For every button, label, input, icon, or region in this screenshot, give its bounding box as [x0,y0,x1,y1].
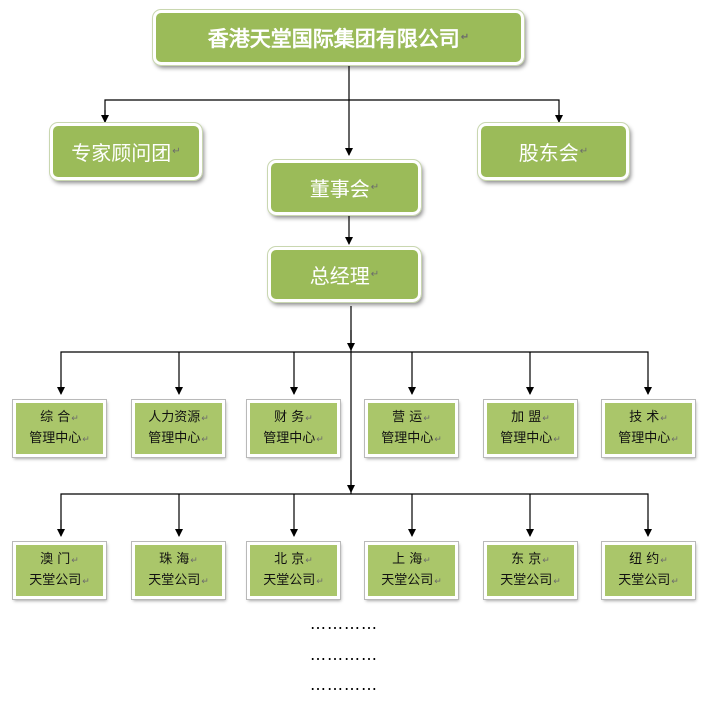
paragraph-mark-icon: ↵ [434,576,442,587]
paragraph-mark-icon: ↵ [370,269,380,280]
branch-city: 北 京 [274,551,305,567]
center-box: 人力资源↵ 管理中心↵ [131,399,226,458]
ellipsis-line: ………… [310,675,378,694]
paragraph-mark-icon: ↵ [316,434,324,445]
branch-company: 天堂公司 [618,572,671,588]
center-type: 管理中心 [500,430,553,446]
center-type: 管理中心 [29,430,82,446]
connector-branches [60,493,649,535]
paragraph-mark-icon: ↵ [579,146,589,157]
node-board: 董事会↵ [267,159,422,216]
paragraph-mark-icon: ↵ [460,32,470,43]
node-general-manager: 总经理↵ [267,246,422,303]
paragraph-mark-icon: ↵ [305,555,313,566]
center-type: 管理中心 [381,430,434,446]
ellipsis-line: ………… [310,645,378,664]
paragraph-mark-icon: ↵ [82,434,90,445]
center-box: 加 盟↵ 管理中心↵ [483,399,578,458]
node-shareholders-label: 股东会 [518,141,579,165]
branch-box: 北 京↵ 天堂公司↵ [246,541,341,600]
connector-top-branch [104,99,560,122]
paragraph-mark-icon: ↵ [201,413,209,424]
center-type: 管理中心 [618,430,671,446]
paragraph-mark-icon: ↵ [201,434,209,445]
paragraph-mark-icon: ↵ [542,413,550,424]
center-name: 加 盟 [511,409,542,425]
connector-centers [60,351,649,392]
paragraph-mark-icon: ↵ [201,576,209,587]
ellipsis-line: ………… [310,614,378,633]
paragraph-mark-icon: ↵ [434,434,442,445]
paragraph-mark-icon: ↵ [190,555,198,566]
node-headquarters-label: 香港天堂国际集团有限公司 [207,26,460,51]
paragraph-mark-icon: ↵ [423,555,431,566]
paragraph-mark-icon: ↵ [671,434,679,445]
branch-box: 东 京↵ 天堂公司↵ [483,541,578,600]
center-name: 技 术 [629,409,660,425]
branch-company: 天堂公司 [381,572,434,588]
center-box: 综 合↵ 管理中心↵ [12,399,107,458]
paragraph-mark-icon: ↵ [370,182,380,193]
branch-city: 东 京 [511,551,542,567]
center-name: 人力资源 [148,409,201,425]
center-type: 管理中心 [148,430,201,446]
node-board-label: 董事会 [309,177,370,201]
paragraph-mark-icon: ↵ [660,555,668,566]
node-headquarters: 香港天堂国际集团有限公司↵ [152,9,525,66]
branch-company: 天堂公司 [500,572,553,588]
branch-city: 澳 门 [40,551,71,567]
center-name: 综 合 [40,409,71,425]
paragraph-mark-icon: ↵ [671,576,679,587]
branch-city: 上 海 [392,551,423,567]
paragraph-mark-icon: ↵ [172,146,181,157]
node-shareholders: 股东会↵ [477,122,630,181]
center-box: 财 务↵ 管理中心↵ [246,399,341,458]
branch-box: 澳 门↵ 天堂公司↵ [12,541,107,600]
branch-box: 上 海↵ 天堂公司↵ [364,541,459,600]
branch-city: 珠 海 [159,551,190,567]
branch-box: 珠 海↵ 天堂公司↵ [131,541,226,600]
center-name: 财 务 [274,409,305,425]
node-advisors-label: 专家顾问团 [71,141,172,165]
center-type: 管理中心 [263,430,316,446]
branch-city: 纽 约 [629,551,660,567]
branch-company: 天堂公司 [29,572,82,588]
branch-company: 天堂公司 [148,572,201,588]
paragraph-mark-icon: ↵ [423,413,431,424]
paragraph-mark-icon: ↵ [82,576,90,587]
paragraph-mark-icon: ↵ [305,413,313,424]
paragraph-mark-icon: ↵ [553,434,561,445]
center-name: 营 运 [392,409,423,425]
node-advisors: 专家顾问团↵ [49,122,203,181]
center-box: 营 运↵ 管理中心↵ [364,399,459,458]
paragraph-mark-icon: ↵ [71,413,79,424]
paragraph-mark-icon: ↵ [316,576,324,587]
center-box: 技 术↵ 管理中心↵ [601,399,696,458]
paragraph-mark-icon: ↵ [660,413,668,424]
paragraph-mark-icon: ↵ [71,555,79,566]
branch-company: 天堂公司 [263,572,316,588]
paragraph-mark-icon: ↵ [553,576,561,587]
branch-box: 纽 约↵ 天堂公司↵ [601,541,696,600]
node-general-manager-label: 总经理 [309,264,370,288]
paragraph-mark-icon: ↵ [542,555,550,566]
